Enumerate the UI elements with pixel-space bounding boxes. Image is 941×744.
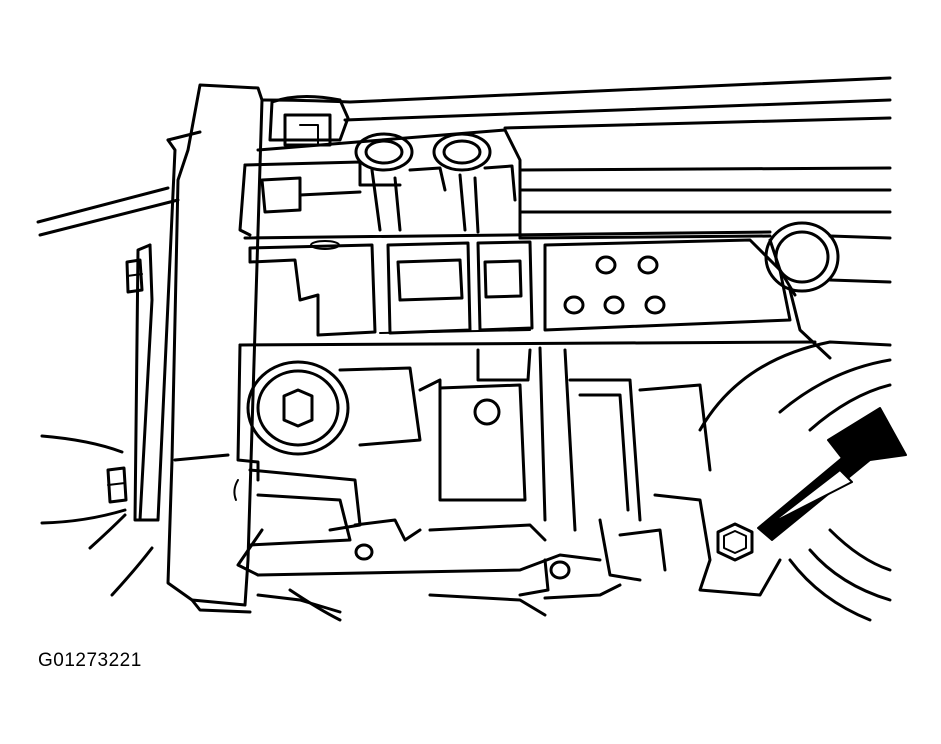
lower-case (236, 343, 712, 622)
upper-right-boss (764, 221, 840, 360)
side-bolt-lower (106, 466, 128, 504)
figure-id-label: G01273221 (38, 650, 142, 671)
background-lines (36, 130, 202, 597)
drain-plug-arrow (757, 407, 907, 541)
top-rails (260, 76, 892, 284)
end-plate (133, 83, 264, 614)
case-body (238, 128, 772, 240)
valve-plugs (563, 255, 666, 315)
top-port-right (432, 132, 492, 172)
side-bolt-upper (125, 258, 144, 294)
hex-bolt (716, 522, 754, 562)
converter-housing (653, 340, 892, 622)
large-plug (246, 360, 350, 456)
filler-cap (268, 94, 350, 147)
middle-compartments (238, 238, 817, 347)
